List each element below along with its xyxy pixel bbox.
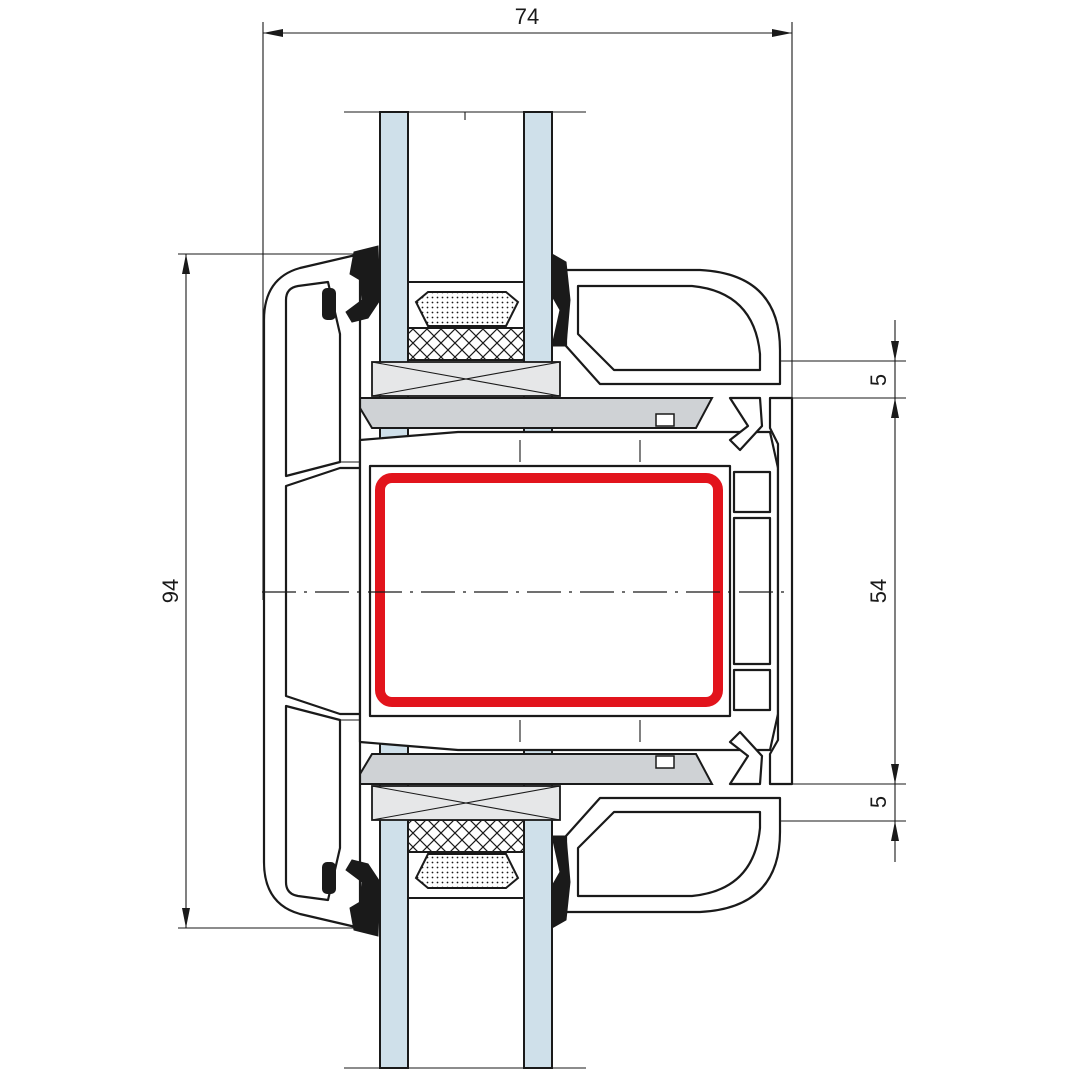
glazing-bead-bottom xyxy=(564,730,782,914)
glazing-bead-top xyxy=(564,268,782,452)
dimension-label-74: 74 xyxy=(515,4,539,29)
outer-frame-profile xyxy=(262,252,362,930)
packer-top xyxy=(352,361,714,429)
dimension-label-54: 54 xyxy=(866,579,891,603)
steel-reinforcement xyxy=(375,473,723,707)
packer-bottom xyxy=(352,753,714,821)
dimension-label-5-top: 5 xyxy=(866,374,891,386)
gaskets xyxy=(322,245,571,937)
dimension-label-5-bottom: 5 xyxy=(866,796,891,808)
spacer-top xyxy=(407,281,525,361)
dimension-overall-height: 94 xyxy=(158,253,370,929)
spacer-bottom xyxy=(407,819,525,899)
dimension-label-94: 94 xyxy=(158,579,183,603)
sash-profile xyxy=(358,396,794,786)
